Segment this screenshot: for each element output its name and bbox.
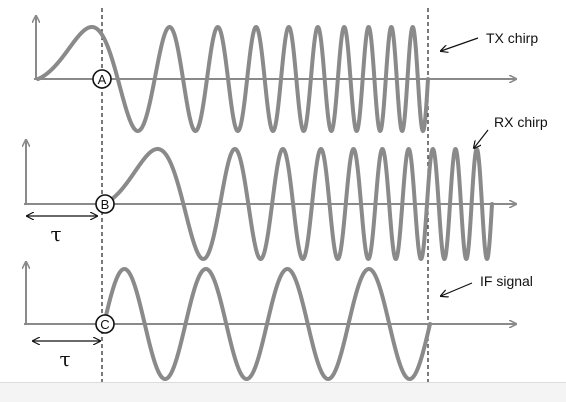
tx-chirp-waveform xyxy=(36,25,430,133)
rx-chirp-callout: RX chirp xyxy=(474,114,548,148)
if-signal-waveform xyxy=(102,267,432,381)
delay-indicator-rx: τ xyxy=(27,216,97,246)
tx-pointer-arrow xyxy=(441,37,479,51)
marker-c: C xyxy=(95,314,115,334)
marker-c-label: C xyxy=(100,317,109,332)
tau-label-rx: τ xyxy=(50,222,61,246)
if-pointer-arrow xyxy=(441,282,473,296)
marker-a-label: A xyxy=(98,72,107,87)
tx-chirp-plot xyxy=(34,16,516,133)
if-signal-callout: IF signal xyxy=(441,273,533,296)
marker-a: A xyxy=(92,69,112,89)
delay-indicator-if: τ xyxy=(33,341,100,371)
tx-chirp-label: TX chirp xyxy=(486,30,538,46)
rx-pointer-arrow xyxy=(474,129,489,148)
rx-chirp-label: RX chirp xyxy=(494,114,548,130)
marker-b: B xyxy=(95,194,115,214)
if-signal-label: IF signal xyxy=(480,273,533,289)
bottom-strip xyxy=(0,382,566,402)
marker-b-label: B xyxy=(101,197,110,212)
rx-chirp-waveform xyxy=(102,147,494,261)
tau-label-if: τ xyxy=(59,347,70,371)
tx-chirp-callout: TX chirp xyxy=(441,30,538,51)
